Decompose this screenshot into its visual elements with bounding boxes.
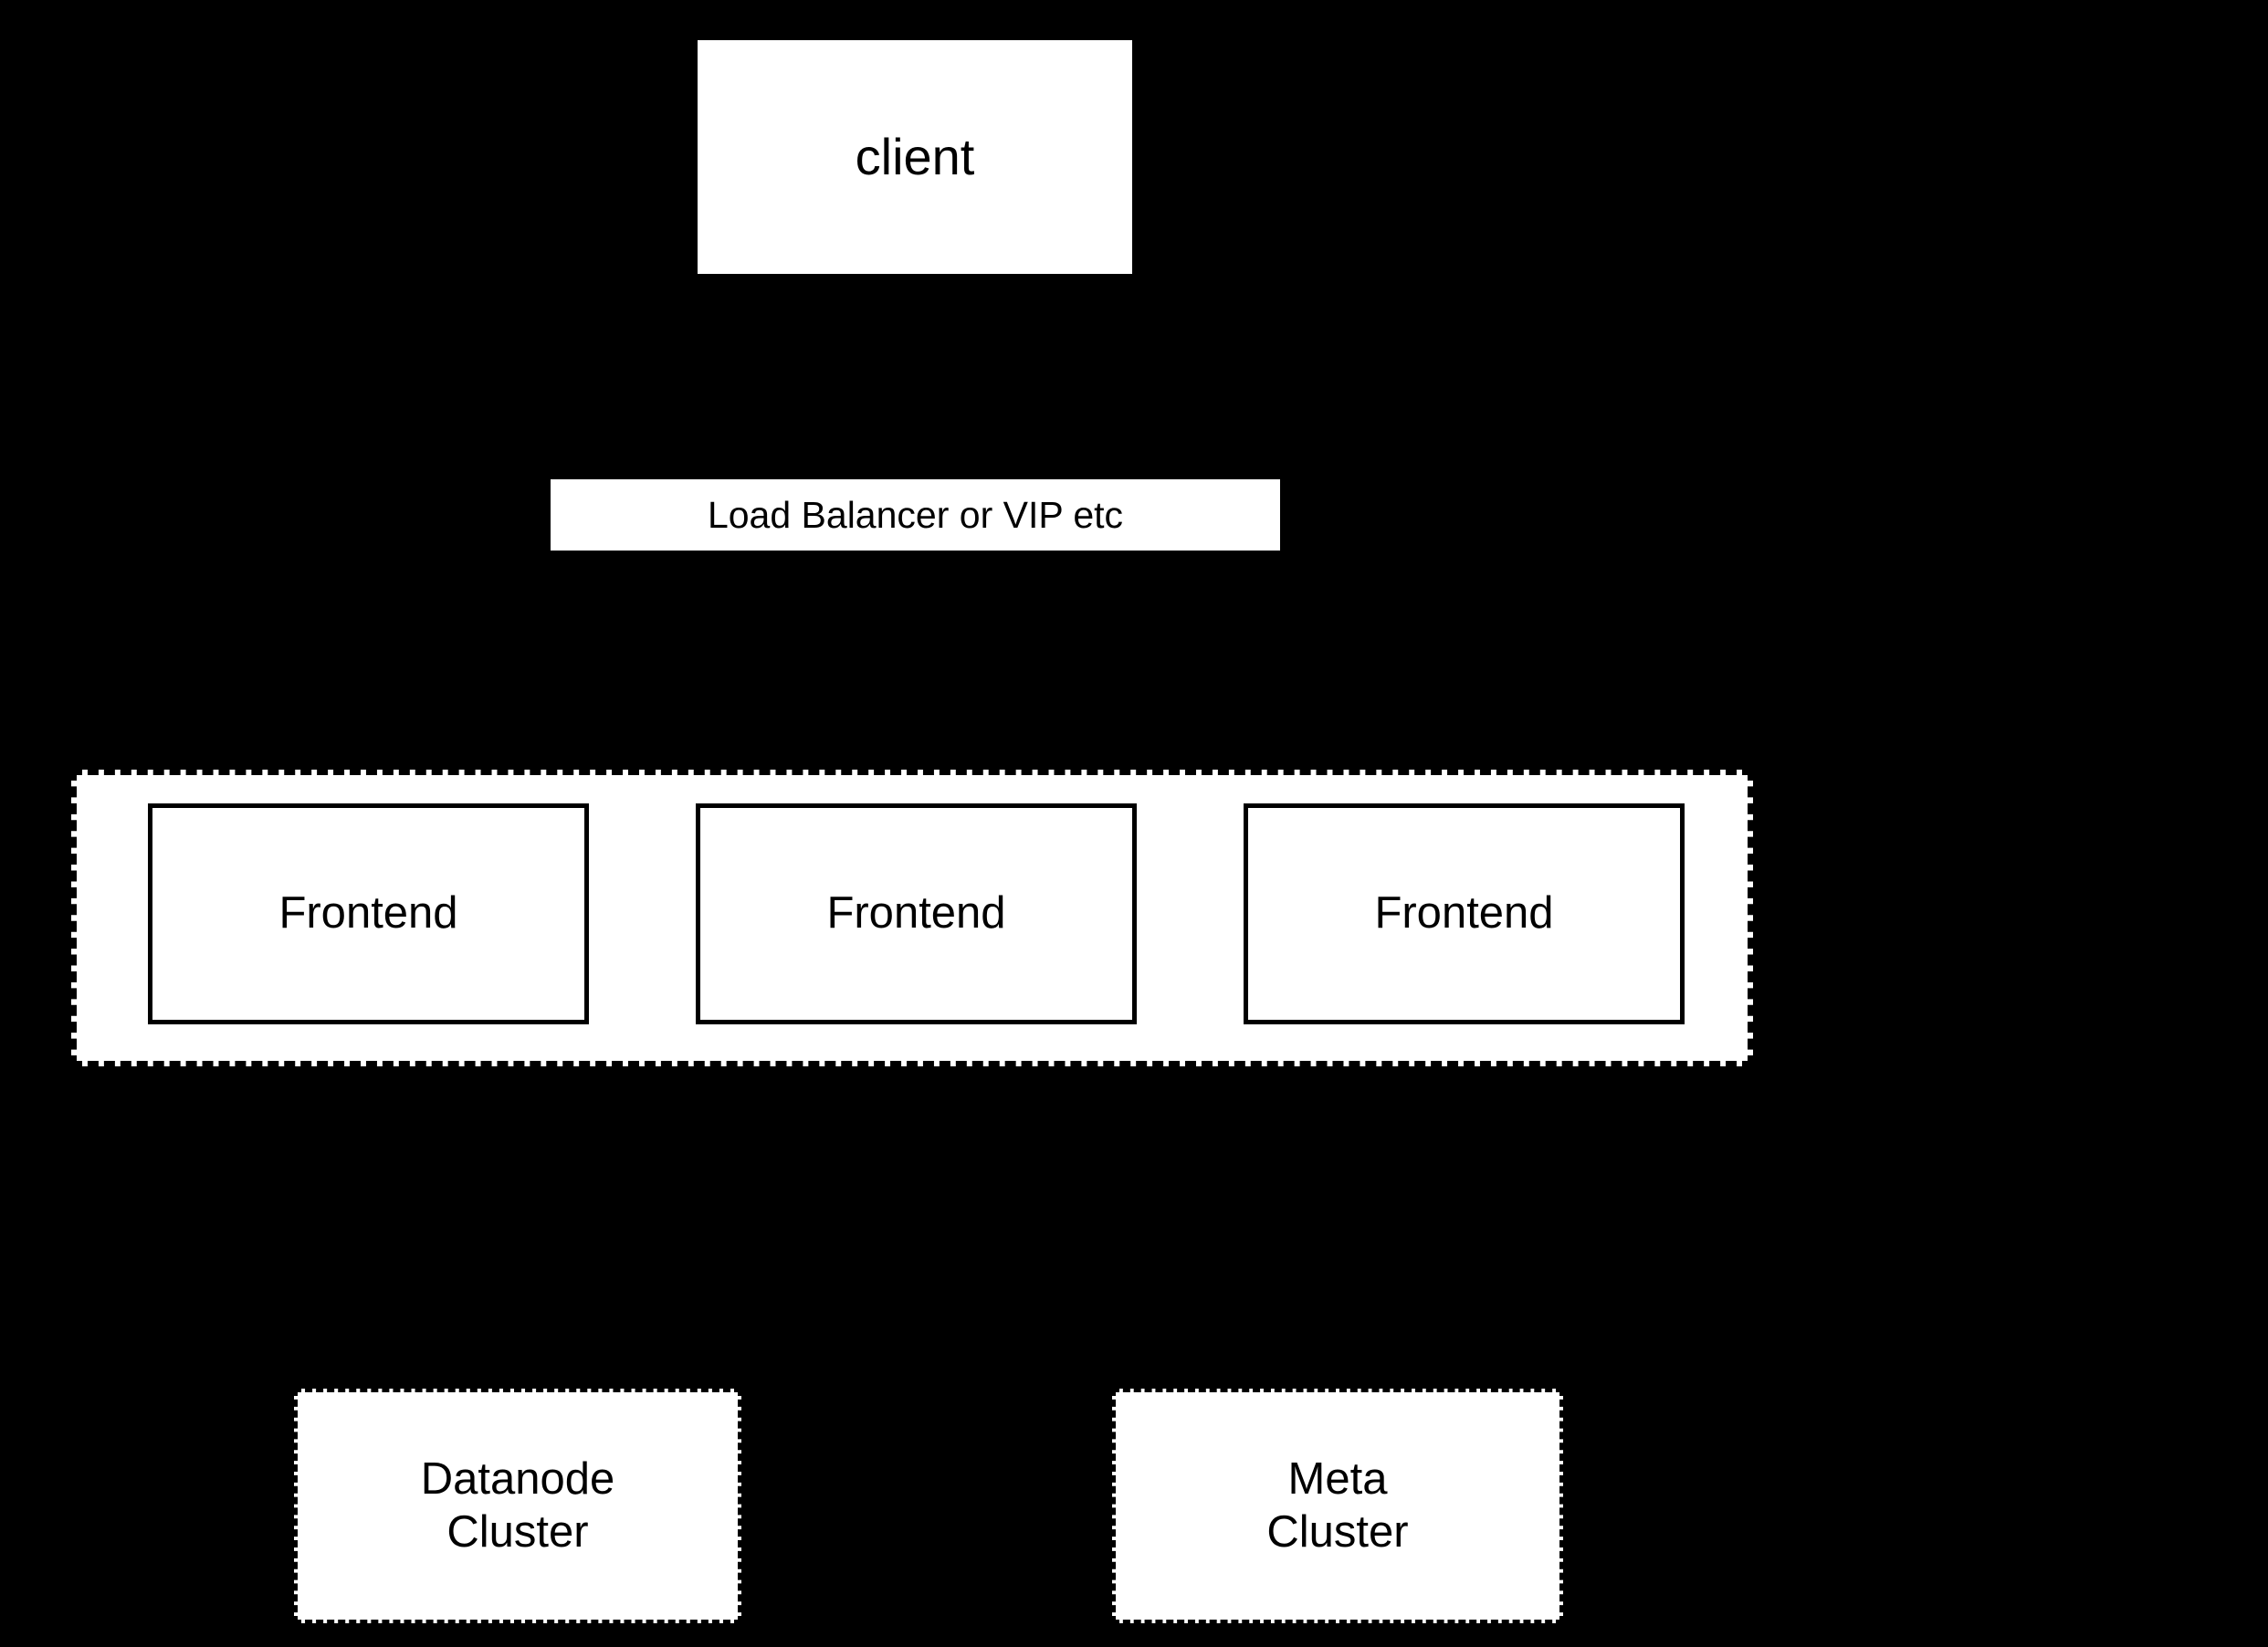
- client-node-label: client: [855, 127, 975, 185]
- load-balancer-node[interactable]: Load Balancer or VIP etc: [551, 479, 1280, 551]
- meta-cluster-label-line2: Cluster: [1266, 1506, 1409, 1557]
- datanode-cluster-label-line1: Datanode: [420, 1453, 615, 1504]
- datanode-cluster-label-line2: Cluster: [446, 1506, 589, 1557]
- load-balancer-node-label: Load Balancer or VIP etc: [707, 493, 1124, 536]
- frontend-node-2[interactable]: Frontend: [696, 803, 1137, 1024]
- frontend-node-2-label: Frontend: [826, 888, 1006, 939]
- meta-cluster-label-line1: Meta: [1287, 1453, 1388, 1504]
- meta-cluster-node[interactable]: Meta Cluster: [1112, 1389, 1563, 1623]
- frontend-node-1[interactable]: Frontend: [148, 803, 589, 1024]
- client-node[interactable]: client: [698, 40, 1132, 274]
- frontend-node-1-label: Frontend: [278, 888, 458, 939]
- frontend-node-3-label: Frontend: [1374, 888, 1554, 939]
- datanode-cluster-node[interactable]: Datanode Cluster: [294, 1389, 741, 1623]
- frontend-node-3[interactable]: Frontend: [1244, 803, 1685, 1024]
